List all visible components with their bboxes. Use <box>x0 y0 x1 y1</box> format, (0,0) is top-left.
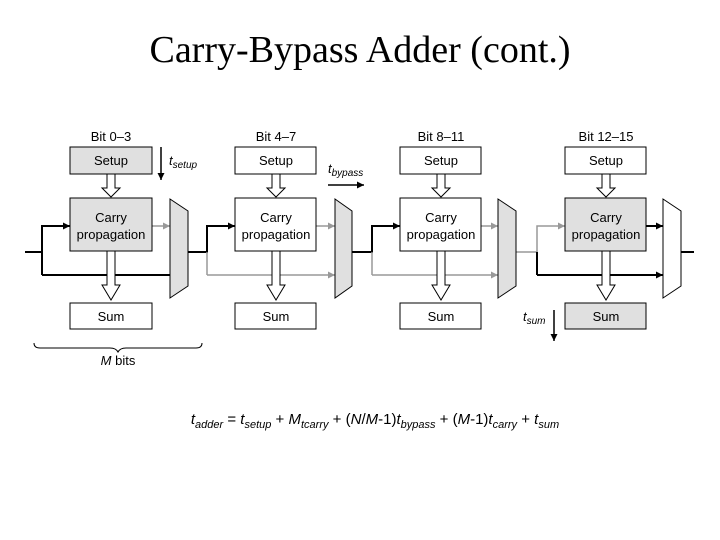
carry-to-stage-1 <box>188 222 235 253</box>
stage-2: Bit 8–11 Setup Carry propagation Sum <box>399 129 517 330</box>
stage-1-carry-box <box>234 197 317 252</box>
stage-1-carry-label-2: propagation <box>242 227 311 242</box>
stage-2-setup-box <box>399 146 482 175</box>
slide-title: Carry-Bypass Adder (cont.) <box>149 29 571 71</box>
stage-0: Bit 0–3 Setup Carry propagation Sum <box>69 129 189 330</box>
delay-formula: tadder = tsetup + Mtcarry + (N/M-1)tbypa… <box>190 411 560 431</box>
stage-0-sum-label: Sum <box>98 309 125 324</box>
stage-2-mux <box>497 198 517 299</box>
stage-3-sum-label: Sum <box>593 309 620 324</box>
m-bits-brace <box>33 342 203 354</box>
carry-in-to-stage-0 <box>41 222 70 275</box>
stage-1-carry-label-1: Carry <box>260 210 292 225</box>
stage-1-bits-label: Bit 4–7 <box>256 129 296 144</box>
stage-3-bits-label: Bit 12–15 <box>579 129 634 144</box>
stage-3-carry-label-2: propagation <box>572 227 641 242</box>
stage-3-carry-box <box>564 197 647 252</box>
stage-1-sum-arrow <box>266 250 286 301</box>
stage-3-carry-label-1: Carry <box>590 210 622 225</box>
stage-3-setup-box <box>564 146 647 175</box>
stage-3-mux <box>662 198 682 299</box>
stage-1-mux <box>334 198 353 299</box>
stage-0-carry-box <box>69 197 153 252</box>
stage-3-setup-arrow <box>595 173 617 198</box>
stage-1-setup-arrow <box>265 173 287 198</box>
stage-2-carry-label-2: propagation <box>407 227 476 242</box>
stage-2-setup-label: Setup <box>424 153 458 168</box>
stage-3-sum-arrow <box>596 250 616 301</box>
stage-0-setup-arrow <box>100 173 122 198</box>
stage-0-carry-label-2: propagation <box>77 227 146 242</box>
m-bits-label: M bits <box>101 353 136 368</box>
stage-3: Bit 12–15 Setup Carry propagation Sum <box>564 129 682 330</box>
stage-1-sum-box <box>234 302 317 330</box>
stage-1-setup-label: Setup <box>259 153 293 168</box>
t-setup-label: tsetup <box>169 153 198 171</box>
stage-2-sum-label: Sum <box>428 309 455 324</box>
t-sum-label: tsum <box>523 309 546 327</box>
stage-0-mux <box>169 198 189 299</box>
stage-1: Bit 4–7 Setup Carry propagation Sum <box>234 129 353 330</box>
stage-2-setup-arrow <box>430 173 452 198</box>
stage-3-setup-label: Setup <box>589 153 623 168</box>
stage-1-sum-label: Sum <box>263 309 290 324</box>
stage-2-carry-label-1: Carry <box>425 210 457 225</box>
carry-to-stage-3 <box>516 222 565 253</box>
stage-3-sum-box <box>564 302 647 330</box>
stage-0-setup-label: Setup <box>94 153 128 168</box>
stage-2-sum-box <box>399 302 482 330</box>
stage-0-carry-label-1: Carry <box>95 210 127 225</box>
t-bypass-label: tbypass <box>328 161 363 179</box>
stage-2-bits-label: Bit 8–11 <box>418 129 465 144</box>
stage-2-carry-box <box>399 197 482 252</box>
carry-to-stage-2 <box>352 222 400 253</box>
stage-2-sum-arrow <box>431 250 451 301</box>
stage-0-sum-arrow <box>101 250 121 301</box>
stage-0-bits-label: Bit 0–3 <box>91 129 131 144</box>
stage-1-setup-box <box>234 146 317 175</box>
stage-0-sum-box <box>69 302 153 330</box>
